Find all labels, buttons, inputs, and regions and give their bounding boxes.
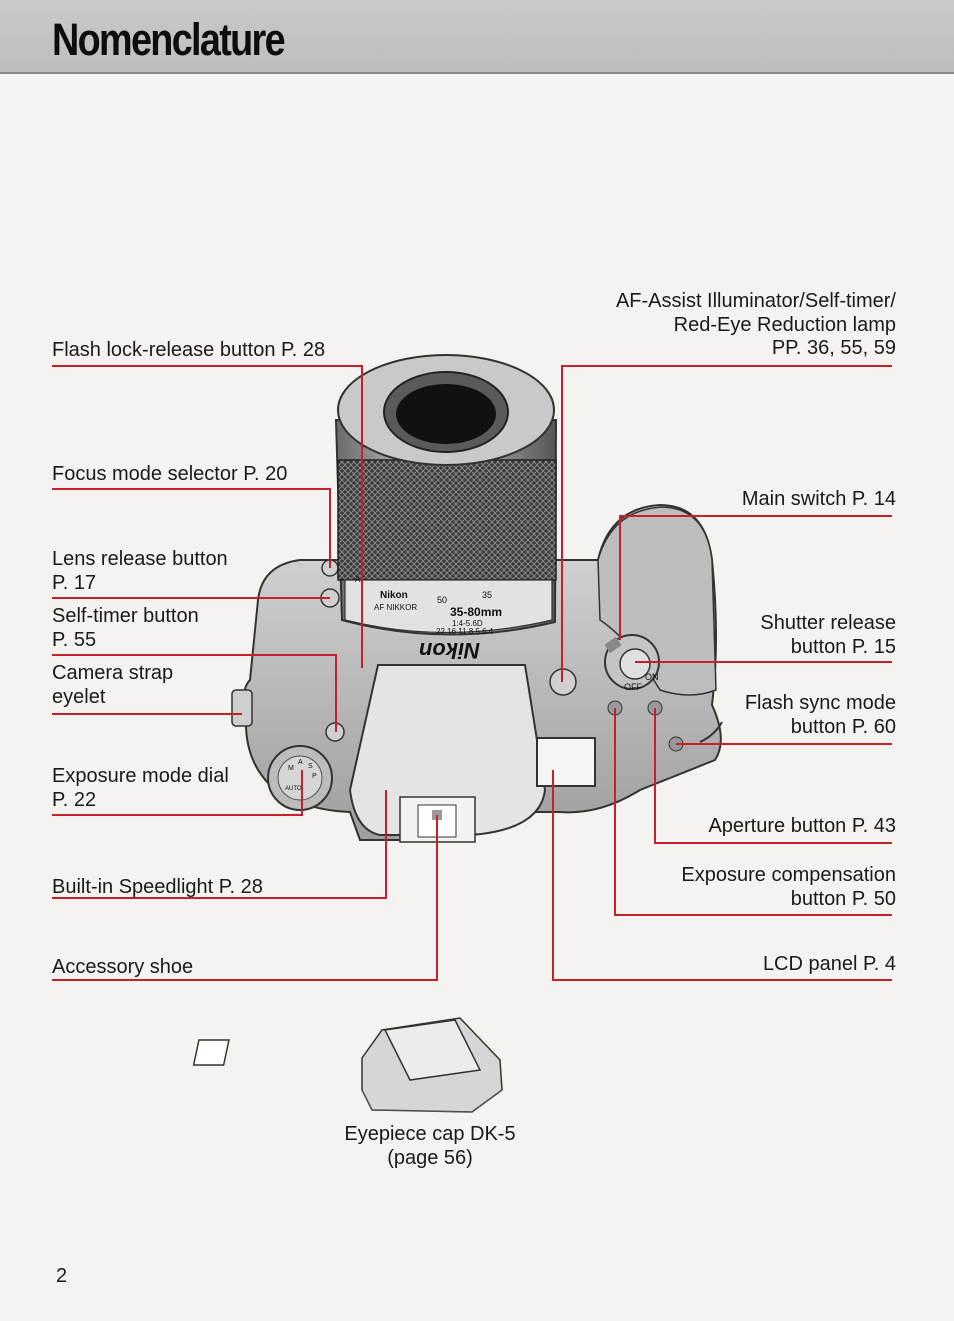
page-number: 2 (56, 1265, 68, 1287)
label-lens-release: Lens release button P. 17 (52, 548, 228, 594)
label-exposure-mode-dial: Exposure mode dial P. 22 (52, 765, 229, 811)
leader-mode-dial (52, 770, 303, 816)
lens-focal-35: 35 (482, 590, 492, 600)
lens-af-badge: AF (355, 575, 365, 584)
dial-mark-m: M (288, 765, 294, 772)
lens-type-mark: AF NIKKOR (374, 603, 417, 612)
dial-mark-p: P (312, 773, 317, 780)
lens-focal-50: 50 (437, 595, 447, 605)
leader-lines (52, 365, 892, 981)
label-speedlight: Built-in Speedlight P. 28 (52, 876, 263, 898)
leader-speedlight (52, 790, 387, 899)
lens (334, 354, 558, 636)
leader-flash-lock (52, 365, 363, 668)
label-flash-lock-release: Flash lock-release button P. 28 (52, 339, 326, 361)
label-accessory-shoe: Accessory shoe (52, 956, 194, 978)
label-shutter-release: Shutter release button P. 15 (760, 612, 896, 658)
page-title: Nomenclature (52, 14, 286, 65)
leader-focus-mode (52, 488, 331, 568)
label-flash-sync: Flash sync mode button P. 60 (744, 692, 896, 738)
dial-mark-s: S (308, 763, 313, 770)
label-aperture: Aperture button P. 43 (708, 815, 896, 837)
lens-brand-mark: Nikon (380, 590, 408, 601)
camera-markings: 50 35 Nikon AF NIKKOR 35-80mm 1:4-5.6D 2… (285, 575, 659, 792)
switch-off-mark: OFF (624, 682, 642, 692)
label-af-assist: AF-Assist Illuminator/Self-timer/ Red-Ey… (615, 290, 896, 359)
leader-aperture (654, 708, 892, 844)
lens-aperture-mark: 1:4-5.6D (452, 619, 483, 628)
lens-fstop-mark: 22 16 11 8 5.6 4 (436, 627, 494, 636)
camera-brand-mark: Nikon (419, 638, 480, 663)
leader-af-assist (561, 365, 892, 682)
label-strap-eyelet: Camera strap eyelet (52, 662, 174, 708)
leader-accessory-shoe (52, 815, 438, 981)
leader-exposure-comp (614, 708, 892, 916)
dial-mark-auto: AUTO (285, 786, 302, 792)
leader-self-timer (52, 654, 337, 732)
header-bar: Nomenclature (0, 0, 954, 74)
label-lcd-panel: LCD panel P. 4 (762, 953, 896, 975)
lens-zoom-mark: 35-80mm (450, 605, 502, 619)
dial-mark-a: A (298, 759, 303, 766)
leader-lcd (552, 770, 892, 981)
label-focus-mode-selector: Focus mode selector P. 20 (52, 463, 288, 485)
label-main-switch: Main switch P. 14 (741, 488, 896, 510)
eyepiece-cap-caption: Eyepiece cap DK-5 (page 56) (344, 1123, 516, 1169)
switch-on-mark: ON (645, 672, 659, 682)
leader-main-switch (619, 515, 892, 640)
eyepiece-cap-illustration (192, 1017, 503, 1113)
label-exposure-comp: Exposure compensation button P. 50 (681, 864, 896, 910)
label-self-timer: Self-timer button P. 55 (52, 605, 199, 651)
